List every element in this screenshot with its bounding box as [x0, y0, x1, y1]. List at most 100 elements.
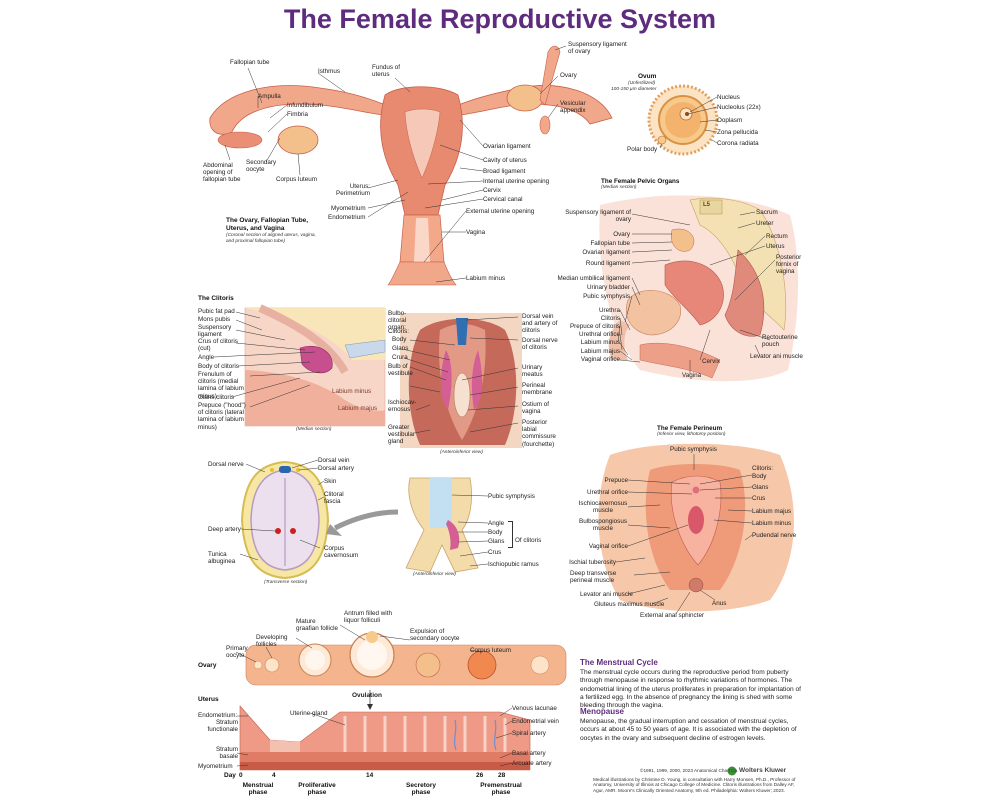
label-infundibulum: Infundibulum: [287, 102, 324, 109]
pelvic-rectum: Rectum: [766, 233, 788, 240]
pelvic-prepuce: Prepuce of clitoris: [569, 323, 620, 330]
timeline-day-26: 26: [476, 772, 484, 779]
perineum-glans: Glans: [752, 484, 769, 491]
footer-brand: Wolters Kluwer: [739, 767, 787, 774]
cycle-venous-lacunae: Venous lacunae: [512, 705, 557, 712]
transverse-dorsal-vein: Dorsal vein: [318, 457, 350, 464]
perineum-pubic-symphysis: Pubic symphysis: [670, 446, 717, 453]
ovum-corona: Corona radiata: [717, 140, 759, 147]
cycle-developing-follicles: Developing follicles: [256, 634, 288, 649]
perineum-ischiocavernosus: Ischiocavernosus muscle: [578, 500, 628, 515]
clitoris-heading: The Clitoris: [198, 295, 234, 302]
antero-body: Body: [488, 529, 503, 536]
pelvic-ovary: Ovary: [613, 231, 630, 238]
perineum-bulbospongiosus: Bulbospongiosus muscle: [579, 518, 627, 533]
perineum-gluteus: Gluteus maximus muscle: [594, 601, 665, 608]
pelvic-labium-majus: Labium majus: [580, 348, 620, 355]
pelvic-labium-minus: Labium minus: [580, 339, 620, 346]
pelvic-sacrum: Sacrum: [756, 209, 778, 216]
phase-menstrual: Menstrual phase: [242, 782, 274, 797]
clitoris-median-caption: (Median section): [296, 427, 332, 432]
menopause-heading: Menopause: [580, 707, 625, 716]
cycle-myometrium: Myometrium: [198, 763, 233, 770]
footer-copyright: ©1991, 1999, 2000, 2023 Anatomical Chart…: [640, 768, 739, 773]
label-ovarian-ligament: Ovarian ligament: [483, 143, 531, 150]
menstrual-heading: The Menstrual Cycle: [580, 658, 658, 667]
clitoris-prepuce: Prepuce ("hood") of clitoris (lateral la…: [198, 402, 246, 431]
clitoris-bulb: Bulb of vestibule: [388, 363, 413, 378]
clitoris-dissection-diagram: [400, 313, 522, 448]
label-external-uterine-opening: External uterine opening: [466, 208, 535, 215]
label-endometrium: Endometrium: [328, 214, 366, 221]
clitoris-mons-pubis: Mons pubis: [198, 316, 231, 323]
pelvic-posterior-fornix: Posterior fornix of vagina: [776, 254, 802, 276]
label-ovary: Ovary: [560, 72, 577, 79]
clitoris-mid-crura: Crura: [392, 354, 408, 361]
pelvic-caption: (Median section): [601, 185, 637, 190]
transverse-fascia: Clitoral fascia: [324, 491, 344, 506]
clitoris-glans: Glans clitoris: [198, 394, 235, 401]
phase-proliferative: Proliferative phase: [298, 782, 336, 797]
clitoris-clitoris: Clitoris:: [388, 328, 409, 335]
clitoris-urinary-meatus: Urinary meatus: [522, 364, 543, 379]
pelvic-ovarian-ligament: Ovarian ligament: [582, 249, 630, 256]
perineum-vaginal-orifice: Vaginal orifice: [588, 543, 628, 550]
timeline-day-0: 0: [239, 772, 243, 779]
pelvic-levator: Levator ani muscle: [750, 353, 803, 360]
perineum-ischial-tuberosity: Ischial tuberosity: [569, 559, 616, 566]
perineum-diagram: [598, 443, 794, 612]
pelvic-cervix: Cervix: [702, 358, 720, 365]
pelvic-bladder: Urinary bladder: [586, 284, 630, 291]
timeline-day-label: Day: [224, 772, 236, 779]
vertebra-label: L5: [703, 202, 711, 208]
cycle-endometrial-vein: Endometrial vein: [512, 718, 559, 725]
transverse-dorsal-nerve: Dorsal nerve: [208, 461, 244, 468]
perineum-deep-transverse: Deep transverse perineal muscle: [570, 570, 617, 585]
perineum-urethral-orifice: Urethral orifice: [587, 489, 628, 496]
transverse-corpus: Corpus cavernosum: [324, 545, 359, 560]
clitoris-dorsal-vein: Dorsal vein and artery of clitoris: [522, 313, 558, 335]
menstrual-body: The menstrual cycle occurs during the re…: [580, 669, 802, 710]
arrow-icon: [333, 509, 399, 531]
clitoris-crus: Crus of clitoris (cut): [198, 338, 238, 353]
antero-bracket: [508, 521, 513, 548]
pelvic-vagina: Vagina: [682, 372, 702, 379]
clitoris-pubic-fat-pad: Pubic fat pad: [198, 308, 235, 315]
clitoris-posterior-commissure: Posterior labial commissure (fourchette): [522, 419, 556, 448]
pelvic-round-ligament: Round ligament: [585, 260, 630, 267]
perineum-labium-majus: Labium majus: [752, 508, 792, 515]
antero-pubic-symphysis: Pubic symphysis: [488, 493, 535, 500]
clitoris-mid-glans: Glans: [392, 345, 409, 352]
antero-angle: Angle: [488, 520, 505, 527]
cycle-antrum: Antrum filled with liquor folliculi: [344, 610, 392, 625]
label-fundus: Fundus of uterus: [372, 64, 401, 79]
ovum-heading: Ovum: [638, 73, 657, 80]
main-caption: (Coronal section of aligned uterus, vagi…: [226, 233, 316, 244]
ovum-diagram: [647, 84, 719, 156]
clitoris-perineal-membrane: Perineal membrane: [522, 382, 553, 397]
label-abdominal-opening: Abdominal opening of fallopian tube: [203, 162, 241, 184]
menopause-body: Menopause, the gradual interruption and …: [580, 718, 797, 742]
perineum-pudendal-nerve: Pudendal nerve: [752, 532, 797, 539]
pelvic-fallopian: Fallopian tube: [590, 240, 630, 247]
clitoris-labium-minus: Labium minus: [332, 388, 372, 395]
wolters-kluwer-logo-icon: [727, 766, 737, 776]
label-secondary-oocyte: Secondary oocyte: [246, 159, 277, 174]
cycle-uterine-gland: Uterine gland: [290, 710, 328, 717]
label-internal-uterine-opening: Internal uterine opening: [483, 178, 550, 185]
perineum-sphincter: External anal sphincter: [640, 612, 705, 619]
pelvic-heading: The Female Pelvic Organs: [601, 178, 680, 185]
perineum-body: Body: [752, 473, 767, 480]
perineum-levator: Levator ani muscle: [580, 591, 633, 598]
label-ampulla: Ampulla: [258, 93, 281, 100]
timeline-day-4: 4: [272, 772, 276, 779]
antero-crus: Crus: [488, 549, 502, 556]
cycle-endometrium: Endometrium:: [198, 712, 238, 719]
cycle-arcuate-artery: Arcuate artery: [512, 760, 552, 767]
antero-glans: Glans: [488, 538, 505, 545]
perineum-crus: Crus: [752, 495, 766, 502]
phase-premenstrual: Premenstrual phase: [480, 782, 522, 797]
perineum-prepuce: Prepuce: [604, 477, 628, 484]
ovum-polar-body: Polar body: [627, 146, 658, 153]
